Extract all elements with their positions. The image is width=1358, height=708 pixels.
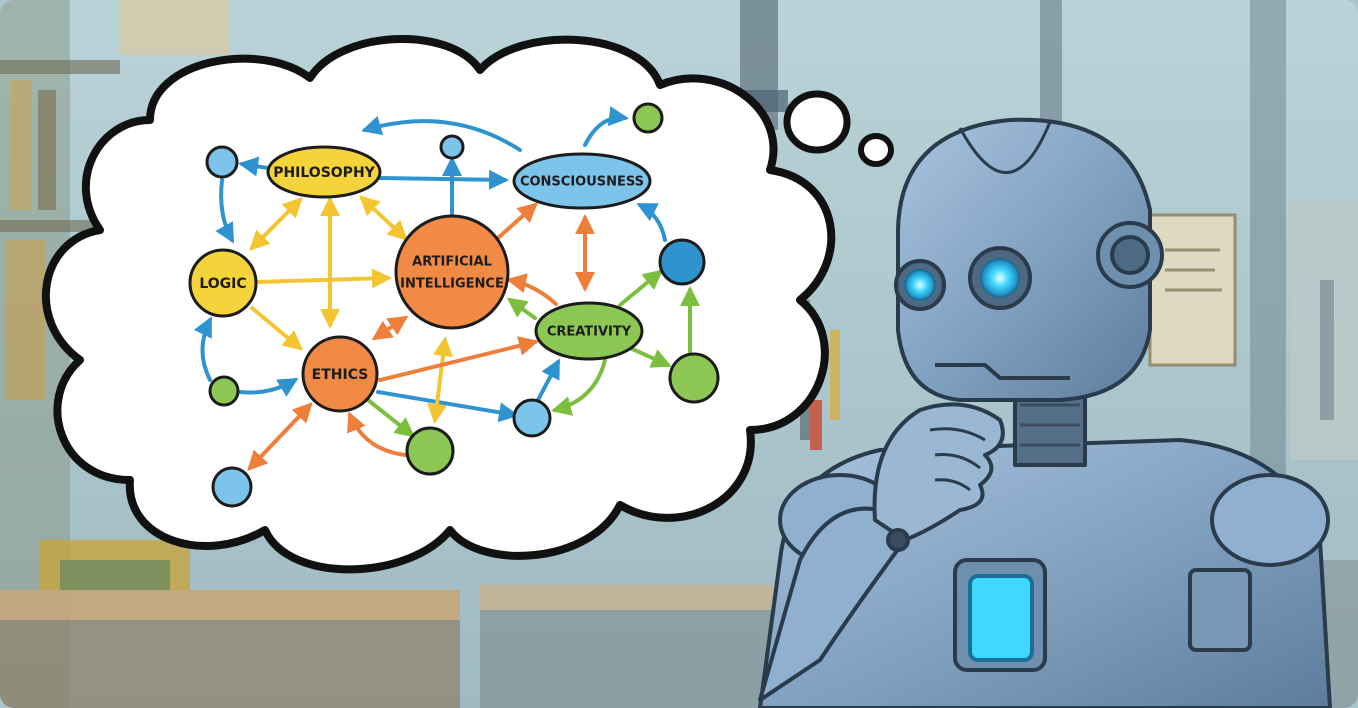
arrow bbox=[347, 411, 407, 457]
arrow bbox=[628, 346, 672, 368]
arrow bbox=[583, 106, 629, 147]
small-node bbox=[512, 398, 552, 438]
arrow bbox=[361, 115, 522, 152]
node-ethics: ETHICS bbox=[301, 335, 379, 413]
small-node bbox=[632, 102, 664, 134]
node-consciousness: CONSCIOUSNESS bbox=[512, 152, 652, 210]
node-creativity-label: CREATIVITY bbox=[547, 325, 632, 340]
arrow bbox=[506, 273, 558, 306]
small-node bbox=[439, 134, 465, 160]
arrow bbox=[238, 377, 299, 397]
arrow bbox=[618, 269, 664, 307]
arrow bbox=[371, 315, 409, 341]
arrow bbox=[366, 398, 416, 438]
node-ai-label-line2: INTELLIGENCE bbox=[400, 277, 504, 292]
small-node bbox=[205, 145, 239, 179]
concept-map-arrows bbox=[193, 106, 700, 471]
small-node bbox=[658, 238, 706, 286]
arrow bbox=[193, 316, 212, 382]
arrow bbox=[256, 268, 392, 289]
concept-map-nodes: PHILOSOPHY CONSCIOUSNESS LOGIC ARTIFICIA… bbox=[188, 102, 720, 508]
node-consciousness-label: CONSCIOUSNESS bbox=[520, 175, 644, 190]
arrow bbox=[247, 402, 313, 471]
thinking-robot-icon bbox=[758, 117, 1332, 708]
arrow bbox=[249, 197, 303, 251]
arrow bbox=[378, 169, 509, 190]
node-ethics-label: ETHICS bbox=[312, 367, 369, 383]
arrow bbox=[427, 336, 453, 424]
arrow bbox=[378, 336, 539, 382]
arrow bbox=[359, 195, 408, 241]
node-ai-label-line1: ARTIFICIAL bbox=[412, 255, 492, 270]
small-node bbox=[405, 426, 455, 476]
small-node bbox=[211, 466, 253, 508]
arrow bbox=[238, 156, 270, 177]
arrow bbox=[496, 202, 538, 240]
arrow bbox=[536, 358, 560, 402]
node-logic: LOGIC bbox=[188, 248, 258, 318]
small-node bbox=[208, 375, 240, 407]
arrow bbox=[250, 306, 304, 351]
node-artificial-intelligence: ARTIFICIAL INTELLIGENCE bbox=[394, 214, 510, 330]
node-creativity: CREATIVITY bbox=[534, 301, 644, 361]
node-logic-label: LOGIC bbox=[199, 276, 246, 292]
node-philosophy: PHILOSOPHY bbox=[266, 145, 382, 199]
arrow bbox=[215, 178, 234, 244]
arrow bbox=[636, 203, 667, 242]
small-node bbox=[668, 352, 720, 404]
node-philosophy-label: PHILOSOPHY bbox=[273, 165, 375, 181]
arrow bbox=[551, 358, 607, 416]
arrow bbox=[506, 297, 537, 320]
